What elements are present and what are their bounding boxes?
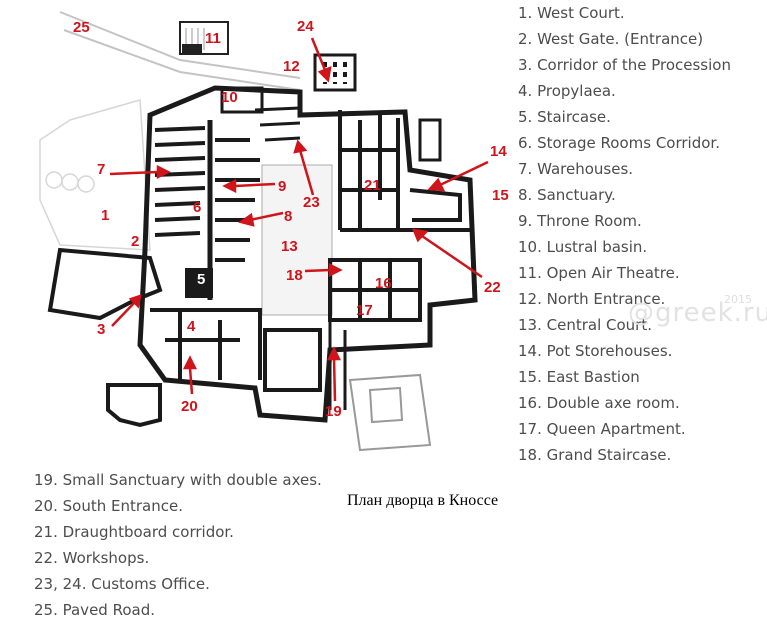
legend-item: 14. Pot Storehouses. [518, 342, 673, 360]
legend-item: 7. Warehouses. [518, 160, 634, 178]
plan-label: 15 [492, 187, 509, 204]
plan-label: 1 [101, 207, 109, 224]
plan-label: 17 [356, 302, 373, 319]
legend-item: 20. South Entrance. [34, 497, 183, 515]
legend-item: 9. Throne Room. [518, 212, 642, 230]
legend-item: 23, 24. Customs Office. [34, 575, 210, 593]
plan-number-labels: 25 11 24 12 10 7 9 23 21 14 15 1 6 8 2 1… [73, 18, 509, 420]
plan-label: 25 [73, 19, 90, 36]
legend-item: 11. Open Air Theatre. [518, 264, 680, 282]
legend-item: 21. Draughtboard corridor. [34, 523, 234, 541]
plan-label: 19 [325, 403, 342, 420]
paved-road [59, 11, 301, 91]
south-east-ruins [348, 373, 432, 452]
plan-label: 6 [193, 199, 201, 216]
legend-item: 10. Lustral basin. [518, 238, 648, 256]
plan-label: 10 [221, 89, 238, 106]
plan-label: 4 [187, 318, 196, 335]
plan-label: 18 [286, 267, 303, 284]
legend-bottom: 19. Small Sanctuary with double axes. 20… [34, 470, 322, 626]
open-air-theatre [179, 21, 229, 55]
plan-label: 22 [484, 279, 501, 296]
plan-label: 7 [97, 161, 105, 178]
knossos-palace-plan: 25 11 24 12 10 7 9 23 21 14 15 1 6 8 2 1… [39, 11, 509, 452]
legend-item: 13. Central Court. [518, 316, 652, 334]
legend-item: 1. West Court. [518, 4, 625, 22]
legend-item: 3. Corridor of the Procession [518, 56, 731, 74]
plan-label: 20 [181, 398, 198, 415]
legend-item: 2. West Gate. (Entrance) [518, 30, 704, 48]
plan-label: 13 [281, 238, 298, 255]
plan-label: 8 [284, 208, 292, 225]
legend-item: 16. Double axe room. [518, 394, 680, 412]
plan-label: 3 [97, 321, 105, 338]
legend-item: 19. Small Sanctuary with double axes. [34, 471, 322, 489]
legend-item: 8. Sanctuary. [518, 186, 616, 204]
legend-right: 1. West Court. 2. West Gate. (Entrance) … [518, 3, 731, 471]
east-wing [328, 110, 470, 322]
legend-item: 15. East Bastion [518, 368, 640, 386]
legend-item: 18. Grand Staircase. [518, 446, 672, 464]
legend-item: 4. Propylaea. [518, 82, 616, 100]
plan-label: 16 [375, 275, 392, 292]
legend-item: 12. North Entrance. [518, 290, 666, 308]
plan-label: 11 [205, 30, 221, 47]
plan-label: 2 [131, 233, 139, 250]
south-west-building [106, 383, 162, 428]
watermark: @greek.ru [628, 298, 767, 328]
legend-item: 17. Queen Apartment. [518, 420, 686, 438]
legend-item: 6. Storage Rooms Corridor. [518, 134, 720, 152]
plan-label: 12 [283, 58, 300, 75]
plan-label: 14 [490, 143, 507, 160]
legend-item: 22. Workshops. [34, 549, 150, 567]
watermark-year: 2015 [724, 293, 752, 306]
plan-label: 9 [278, 178, 286, 195]
plan-label: 24 [297, 18, 314, 35]
south-wing [150, 268, 347, 410]
label-arrows [109, 37, 489, 402]
plan-label: 5 [197, 271, 205, 288]
plan-label: 21 [364, 177, 381, 194]
plan-caption: План дворца в Кноссе [347, 492, 499, 509]
central-court [261, 164, 333, 316]
legend-item: 25. Paved Road. [34, 601, 155, 619]
west-court-outline [39, 99, 151, 251]
plan-label: 23 [303, 194, 320, 211]
legend-item: 5. Staircase. [518, 108, 611, 126]
